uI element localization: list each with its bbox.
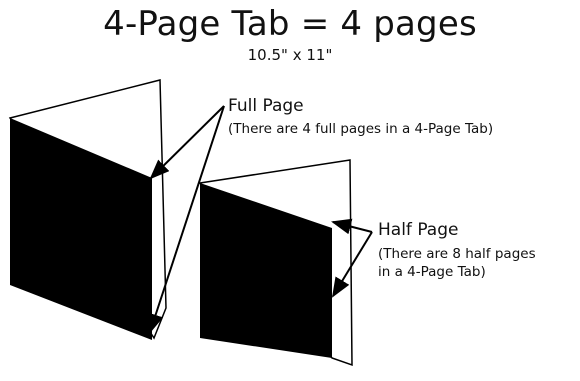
- full-page-arrows: [147, 105, 225, 334]
- full-page-tab-figure: [8, 79, 167, 340]
- half-page-arrow-upper: [331, 218, 373, 235]
- half-page-note-line2: in a 4-Page Tab): [378, 264, 486, 280]
- full-page-front-panel: [10, 118, 152, 340]
- diagram-subtitle: 10.5" x 11": [247, 46, 333, 64]
- full-page-label: Full Page: [228, 96, 304, 116]
- full-page-arrow-lower: [147, 105, 225, 334]
- diagram-title: 4-Page Tab = 4 pages: [103, 4, 477, 44]
- half-page-tab-figure: [198, 159, 353, 367]
- half-page-label: Half Page: [378, 220, 459, 240]
- half-page-arrows: [331, 218, 373, 298]
- half-page-note-line1: (There are 8 half pages: [378, 246, 536, 262]
- half-page-front-panel: [200, 183, 332, 358]
- half-page-arrow-lower: [331, 231, 373, 298]
- full-page-note: (There are 4 full pages in a 4-Page Tab): [228, 121, 494, 137]
- full-page-arrow-upper: [149, 105, 225, 180]
